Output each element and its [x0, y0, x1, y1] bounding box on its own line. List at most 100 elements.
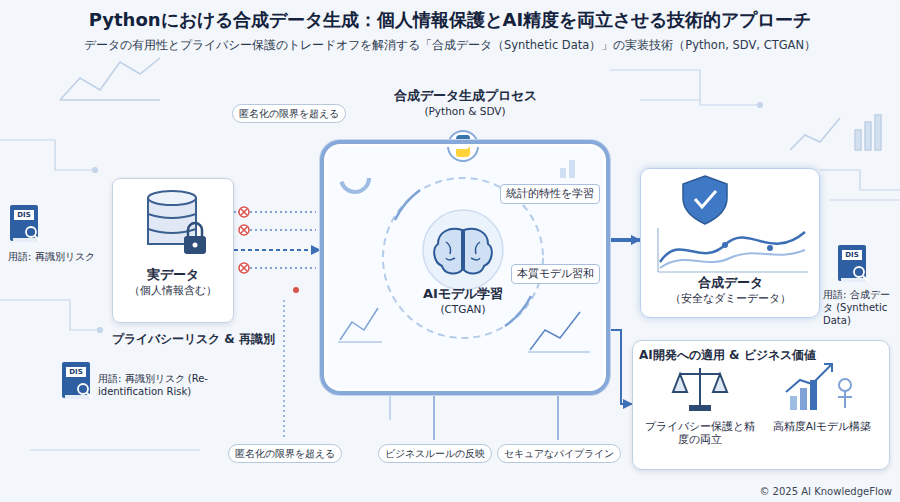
value-icons-part [680, 373, 720, 375]
book-icons-part [842, 250, 862, 260]
shield-chart-icon-part [657, 228, 658, 272]
value-icons-part [839, 379, 851, 391]
term-note: 用語: 再識別リスク [8, 250, 108, 263]
mini-charts-part [340, 308, 378, 340]
shield-chart-icon-part [722, 242, 728, 248]
book-tag: DIS [842, 250, 862, 260]
book-icons-part [87, 393, 92, 398]
red-x-marks-part [250, 211, 316, 213]
box-title: 実データ [113, 267, 233, 284]
python-logo [448, 131, 478, 161]
pipe-lines-part [283, 300, 285, 440]
flow-arrow [610, 330, 632, 404]
python-logo-part [456, 146, 470, 157]
book-icons-part [841, 278, 866, 282]
faint-charts-part [865, 122, 871, 150]
pipe-lines [284, 300, 558, 440]
shield-chart-icon [658, 176, 808, 272]
circuit-lines-part [0, 140, 95, 170]
shield-chart-icon-part [695, 191, 716, 207]
book-icons [10, 205, 868, 399]
brain-icon-part [464, 229, 492, 274]
box-subtitle: （個人情報含む） [113, 284, 233, 298]
circuit-lines-part [610, 70, 760, 105]
circuit-lines-part [830, 199, 900, 200]
process-tag: 統計的特性を学習 [500, 184, 600, 204]
red-x-marks-part [239, 207, 249, 217]
mini-charts-part [560, 168, 566, 178]
database-lock-icon [148, 191, 206, 254]
process-heading: 合成データ生成プロセス [320, 88, 610, 105]
book-icons-part [26, 227, 36, 237]
red-x-marks-part [239, 225, 249, 235]
faint-charts-part [855, 130, 861, 150]
book-icons-part [66, 367, 86, 377]
process-subheading: (Python & SDV) [320, 105, 610, 119]
book-icons-part [10, 205, 38, 241]
circuit-lines-part [93, 168, 98, 173]
red-x-marks-part [241, 227, 247, 233]
value-row: プライバシー保護と精度の両立高精度AIモデル構築 [639, 420, 883, 447]
red-x-marks-part [241, 209, 247, 215]
flow-arrow [234, 249, 320, 251]
faint-charts-part [60, 58, 160, 100]
pipe-lines-part [557, 395, 559, 440]
mini-charts-part [338, 341, 382, 343]
book-icons-part [62, 362, 90, 398]
learning-rings-part [423, 210, 503, 290]
node-out: 合成データ（安全なダミーデータ） [640, 168, 820, 318]
node-inner: AIモデル学習(CTGAN) [409, 286, 517, 317]
value-icons-part [790, 396, 797, 410]
pipe-lines-part [389, 395, 391, 420]
learning-rings-part [395, 190, 420, 220]
mini-charts-part [530, 312, 580, 350]
database-lock-icon-part [188, 223, 202, 236]
mini-charts-part [341, 164, 369, 192]
subtitle: データの有用性とプライバシー保護のトレードオフを解消する「合成データ（Synth… [0, 38, 900, 53]
red-x-marks-part [250, 229, 316, 231]
tag-pill: 匿名化の限界を超える [228, 444, 342, 463]
shield-chart-icon-part [660, 250, 805, 268]
book-icons-part [854, 267, 864, 277]
value-icons-part [838, 391, 852, 408]
faint-charts-part [875, 115, 881, 150]
node-proc: 合成データ生成プロセス(Python & SDV) AIモデル学習(CTGAN) [320, 88, 610, 398]
mini-charts-part [569, 160, 575, 178]
brain-icon [434, 229, 492, 274]
box-grounds-part [632, 340, 890, 470]
book-icons-part [65, 395, 90, 399]
circuit-lines-part [0, 300, 100, 330]
book-tag: DIS [66, 367, 86, 377]
term-note: 用語: 再識別リスク (Re-identification Risk) [98, 372, 226, 398]
database-lock-icon-part [184, 236, 206, 254]
model-title: AIモデル学習 [409, 286, 517, 303]
node-left: 実データ（個人情報含む） プライバシーリスク & 再識別 [112, 178, 287, 348]
shield-chart-icon-part [767, 245, 773, 251]
book-icons-part [35, 236, 40, 241]
tag-pill: ビジネスルールの反映 [378, 444, 492, 463]
value-item: プライバシー保護と精度の両立 [641, 420, 759, 447]
value-icons-part [800, 388, 807, 410]
red-x-marks-part [250, 267, 316, 269]
value-heading: AI開発への適用 & ビジネス価値 [639, 348, 883, 364]
red-x-marks-part [239, 263, 249, 273]
value-icons-part [673, 374, 727, 392]
faint-charts-part [790, 118, 840, 150]
tag-pill: 匿名化の限界を超える [232, 104, 346, 123]
process-tag: 本質モデル習和 [511, 264, 600, 284]
node-value: AI開発への適用 & ビジネス価値プライバシー保護と精度の両立高精度AIモデル構… [632, 340, 890, 470]
circuit-lines-part [820, 170, 900, 190]
brain-icon-part [446, 242, 480, 260]
output-title: 合成データ [641, 275, 819, 292]
box-grounds-part [112, 178, 234, 323]
circuit-lines-part [30, 449, 200, 450]
mini-charts-part [528, 351, 590, 353]
copyright: © 2025 AI KnowledgeFlow [759, 485, 892, 498]
book-icons-part [78, 384, 88, 394]
value-item: 高精度AIモデル構築 [763, 420, 881, 447]
model-subtitle: (CTGAN) [409, 303, 517, 317]
section-heading: プライバシーリスク & 再識別 [112, 332, 287, 348]
database-lock-icon-part [193, 243, 198, 248]
